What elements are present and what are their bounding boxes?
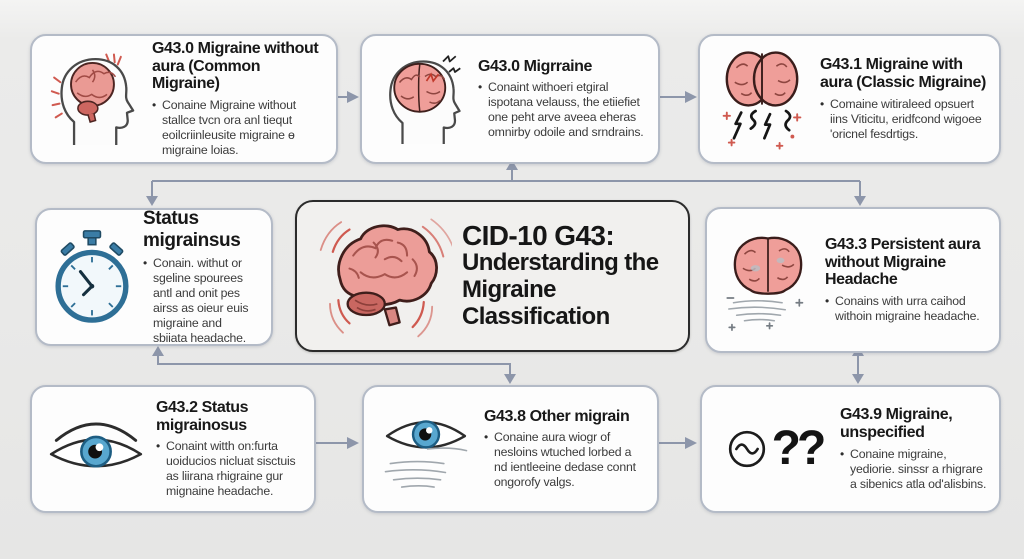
brain-front-scribble-icon <box>719 224 817 336</box>
bullet-marker: • <box>484 430 489 445</box>
head-profile-brain-rays-icon <box>44 43 144 155</box>
card-title: G43.2 Status migrainosus <box>156 398 249 434</box>
squiggle-circle-question-marks-icon: ?? <box>714 425 832 473</box>
card-g43-8-other-migrain: G43.8 Other migrain • Conaine aura wiogr… <box>362 385 659 513</box>
card-title: G43.9 Migraine, unspecified <box>840 406 953 441</box>
card-description: Conaine Migraine without stallce tvcn or… <box>162 98 296 158</box>
card-g43-3-persistent-aura: G43.3 Persistent aura without Migraine H… <box>705 207 1001 353</box>
card-description: Conaine aura wiogr of nesloins wtuched l… <box>494 430 636 490</box>
card-text: G43.9 Migraine, unspecified • Conaine mi… <box>840 406 987 492</box>
card-title: G43.8 Other migrain <box>484 407 630 425</box>
bullet-marker: • <box>156 439 161 454</box>
card-g43-1-with-aura: G43.1 Migraine with aura (Classic Migrai… <box>698 34 1001 164</box>
bullet-marker: • <box>820 96 825 111</box>
arrow-bottom-middle-to-bottom-right <box>658 437 697 449</box>
stopwatch-icon <box>49 229 135 325</box>
question-marks-text: ?? <box>771 422 827 475</box>
card-title: Status migrainsus <box>143 208 241 251</box>
head-profile-exposed-brain-icon <box>374 43 470 155</box>
card-text: G43.0 Migrraine • Conaint withoeri etgir… <box>478 58 646 141</box>
card-description: Comaine witiraleed opsuert iins Viticitu… <box>830 96 982 141</box>
card-title: G43.0 Migraine without aura (Common Migr… <box>152 39 319 93</box>
card-description: Conaint withoeri etgiral ispotana velaus… <box>488 80 644 140</box>
card-title: G43.0 Migrraine <box>478 57 593 75</box>
bullet-marker: • <box>143 255 148 270</box>
card-g43-0-without-aura: G43.0 Migraine without aura (Common Migr… <box>30 34 338 164</box>
center-title-line3: Migraine Classification <box>462 276 610 331</box>
card-text: G43.1 Migraine with aura (Classic Migrai… <box>820 56 987 142</box>
arrow-top-middle-to-top-right <box>660 91 697 103</box>
center-title-line2: Understarding the <box>462 249 659 277</box>
card-center-title: CID-10 G43: Understarding the Migraine C… <box>295 200 690 352</box>
bullet-marker: • <box>840 446 845 461</box>
bullet-marker: • <box>478 80 483 95</box>
card-g43-9-unspecified: ?? G43.9 Migraine, unspecified • Conaine… <box>700 385 1001 513</box>
card-description: Conaint witth on:furta uoiducios nicluat… <box>166 439 296 499</box>
bullet-marker: • <box>825 294 830 309</box>
vibrating-brain-icon <box>309 211 454 341</box>
card-g43-2-status-migrainosus: G43.2 Status migrainosus • Conaint witth… <box>30 385 316 513</box>
eye-icon <box>44 414 148 484</box>
card-description: Conaine migraine, yediorie. sinssr a rhi… <box>850 446 987 491</box>
card-status-migrainsus: Status migrainsus • Conain. withut or sg… <box>35 208 273 346</box>
arrow-bottom-left-to-bottom-middle <box>315 437 359 449</box>
brain-lightning-icon <box>712 43 812 155</box>
card-text: G43.2 Status migrainosus • Conaint witth… <box>156 399 302 500</box>
card-description: Conain. withut or sgeline spourees antl … <box>153 255 249 345</box>
center-title-block: CID-10 G43: Understarding the Migraine C… <box>462 221 676 331</box>
card-description: Conains with urra caihod withoin migrain… <box>835 294 980 324</box>
bullet-marker: • <box>152 98 157 113</box>
card-text: G43.8 Other migrain • Conaine aura wiogr… <box>484 408 645 491</box>
card-title: G43.1 Migraine with aura (Classic Migrai… <box>820 56 986 91</box>
card-title: G43.3 Persistent aura without Migraine H… <box>825 235 981 289</box>
card-text: Status migrainsus • Conain. withut or sg… <box>143 208 259 346</box>
center-title-line1: CID-10 G43: <box>462 219 615 251</box>
card-text: G43.0 Migraine without aura (Common Migr… <box>152 40 324 159</box>
eye-scribble-icon <box>376 403 476 495</box>
card-text: G43.3 Persistent aura without Migraine H… <box>825 236 987 325</box>
arrow-top-left-to-top-middle <box>337 91 359 103</box>
card-g43-0-migraine: G43.0 Migrraine • Conaint withoeri etgir… <box>360 34 660 164</box>
